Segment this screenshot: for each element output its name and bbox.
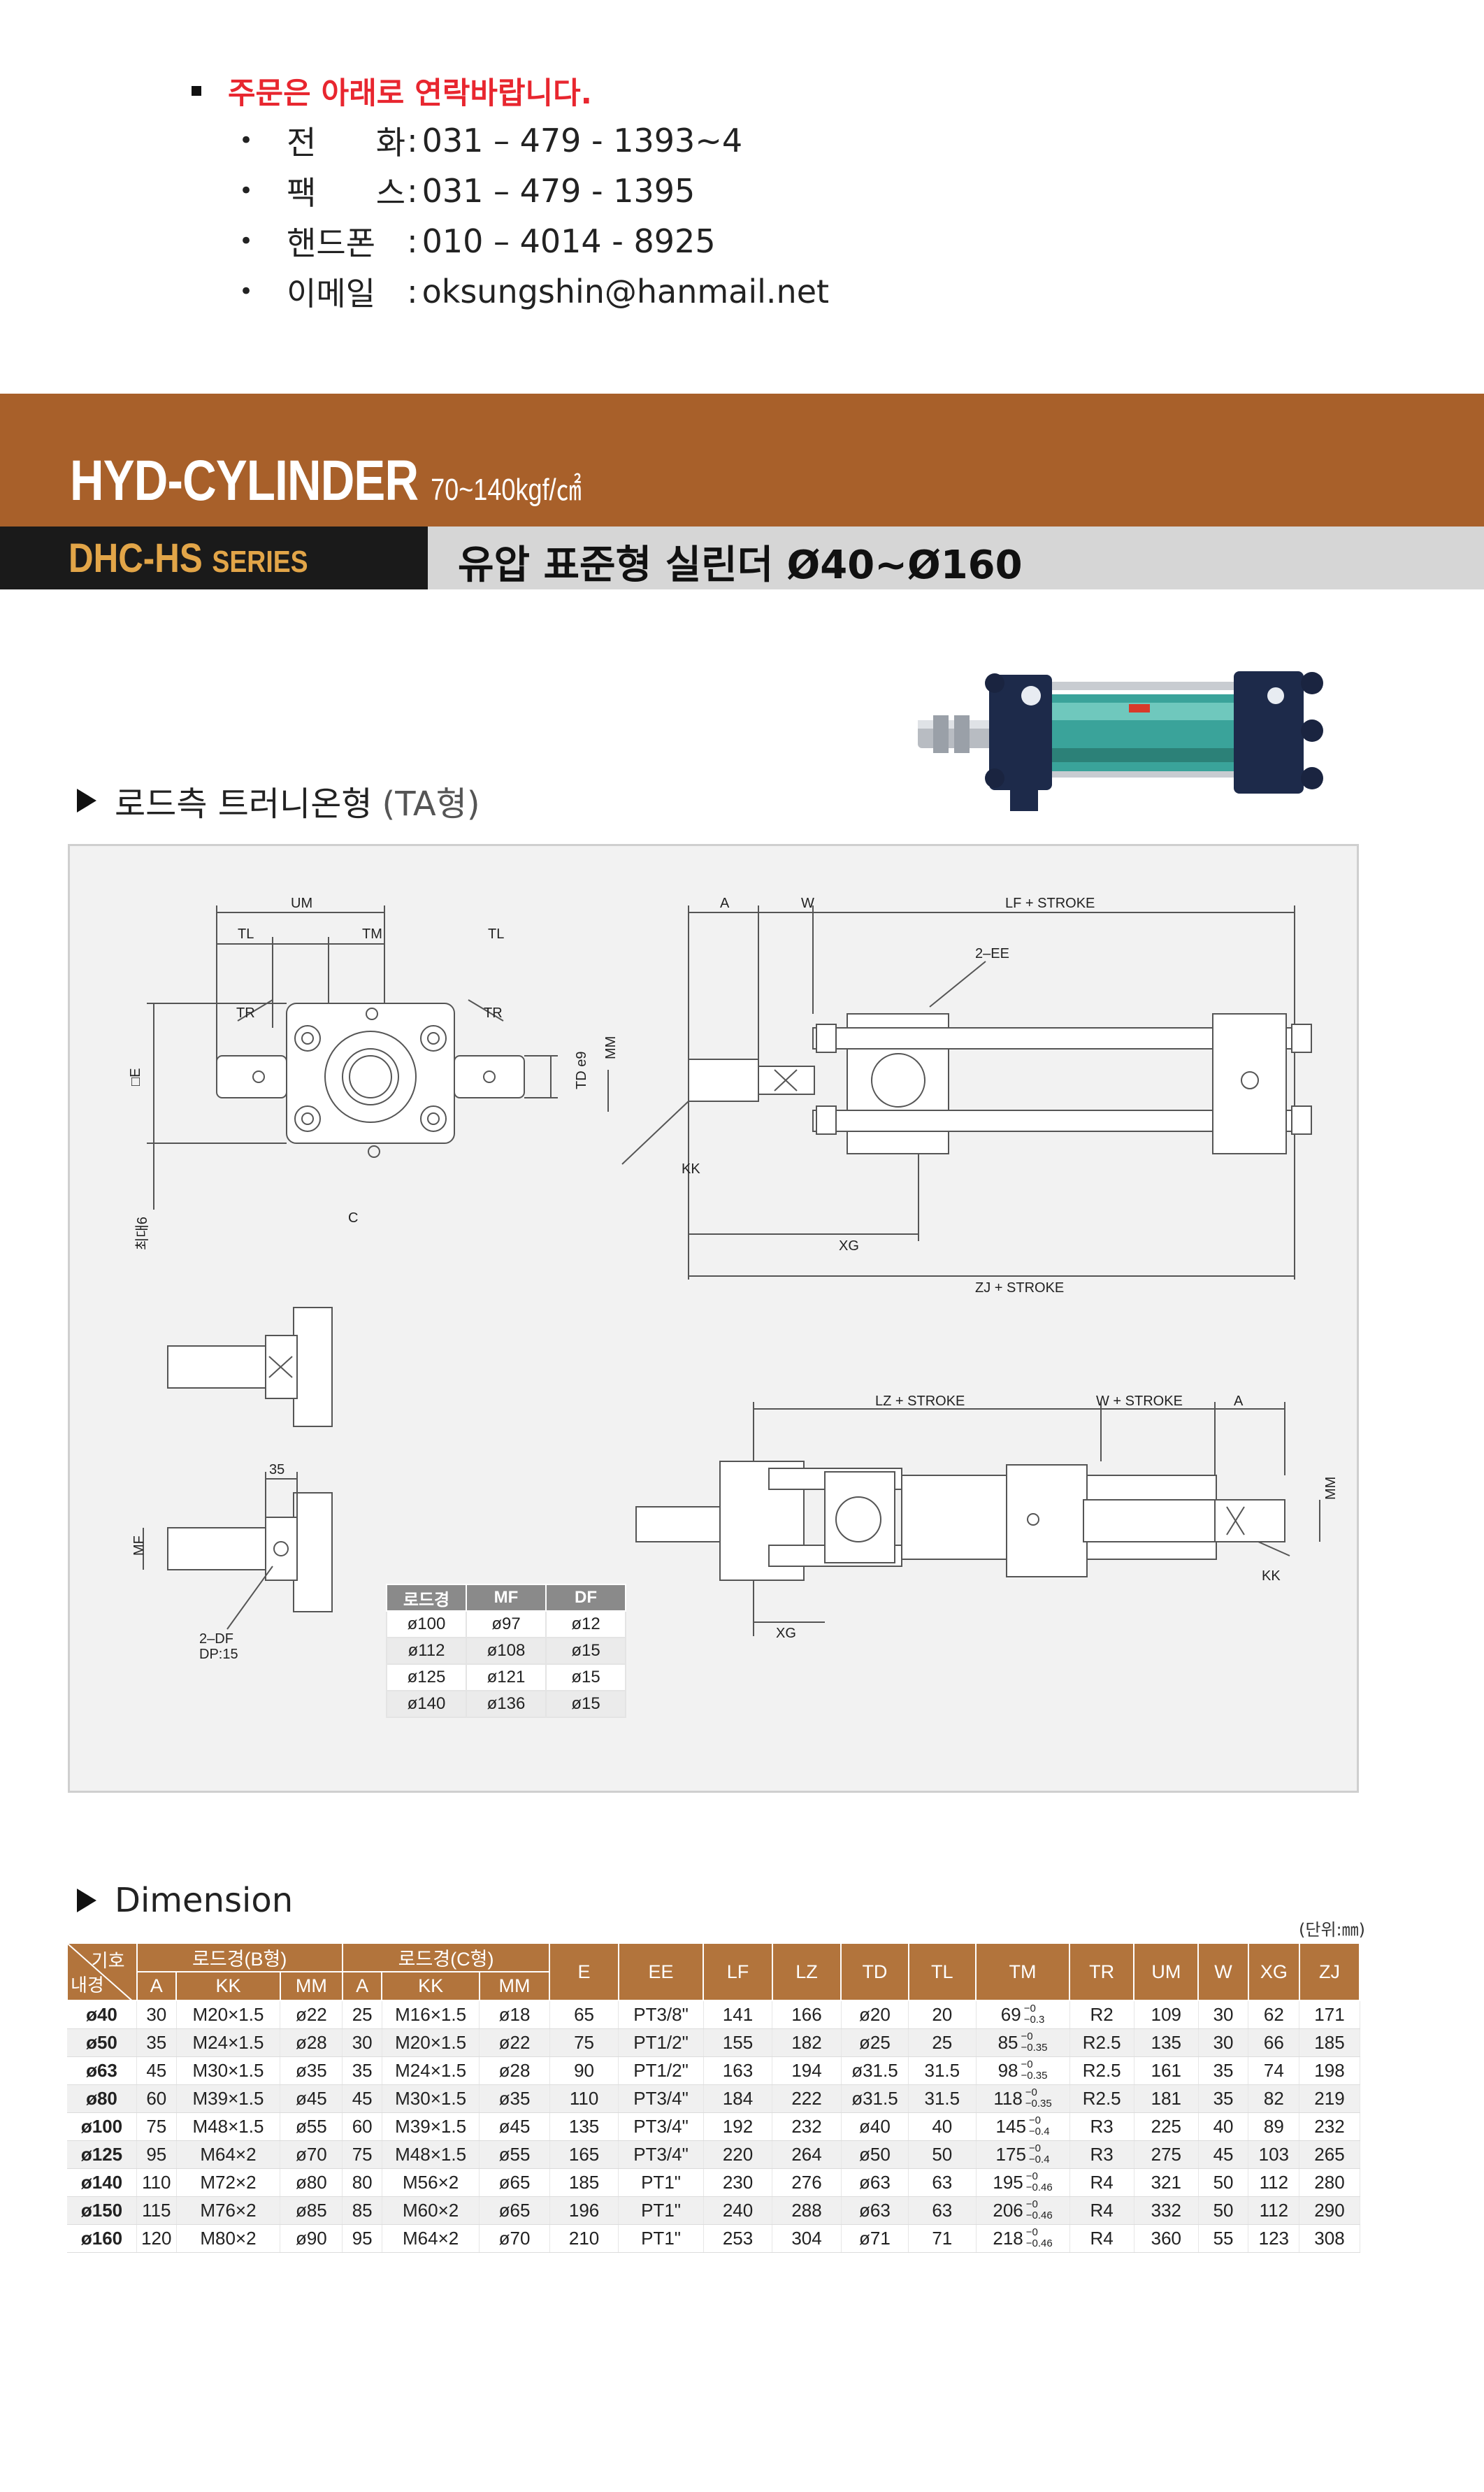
label-w: W — [801, 896, 814, 911]
label-lz-stroke: LZ + STROKE — [875, 1394, 965, 1409]
phone-value: 031 – 479 - 1393~4 — [422, 122, 743, 159]
contact-mobile: • 핸드폰 : 010 – 4014 - 8925 — [239, 222, 716, 262]
fax-value: 031 – 479 - 1395 — [422, 172, 696, 210]
product-title: HYD-CYLINDER 70~140kgf/㎠ — [70, 449, 582, 513]
label-xg-lower: XG — [776, 1626, 796, 1641]
label-35: 35 — [269, 1462, 284, 1477]
series-name: 유압 표준형 실린더 Ø40~Ø160 — [458, 543, 1023, 588]
lower-view — [635, 1402, 1320, 1636]
pressure-range: 70~140kgf/㎠ — [431, 473, 582, 507]
side-view — [607, 905, 1312, 1280]
contact-phone: • 전 화 : 031 – 479 - 1393~4 — [239, 122, 743, 162]
series-code: DHC-HS SERIES — [69, 536, 308, 581]
contact-heading: 주문은 아래로 연락바랍니다. — [189, 66, 829, 115]
label-tde9: TD e9 — [574, 1052, 589, 1089]
mobile-value: 010 – 4014 - 8925 — [422, 222, 716, 260]
label-tr-left: TR — [236, 1005, 255, 1021]
bore-cell: ø80 — [67, 2084, 138, 2113]
label-xg: XG — [839, 1238, 859, 1254]
corner-header: 기호 내경 — [66, 1942, 138, 2003]
bullet-icon: • — [239, 227, 254, 255]
contact-block: 주문은 아래로 연락바랍니다. • 전 화 : 031 – 479 - 1393… — [189, 66, 829, 317]
unit-note: (단위:㎜) — [1299, 1920, 1365, 1940]
label-mm: MM — [603, 1036, 619, 1059]
label-mf: MF — [131, 1535, 147, 1556]
label-kk: KK — [682, 1161, 700, 1177]
triangle-bullet-icon — [77, 1889, 96, 1912]
label-max6: 최대6 — [134, 1217, 150, 1250]
header-mf: MF — [466, 1584, 547, 1612]
square-bullet-icon — [192, 86, 201, 96]
email-value[interactable]: oksungshin@hanmail.net — [422, 273, 830, 310]
bore-cell: ø150 — [67, 2196, 138, 2225]
bore-cell: ø125 — [67, 2140, 138, 2169]
series-bar: DHC-HS SERIES 유압 표준형 실린더 Ø40~Ø160 — [0, 527, 1484, 589]
label-dp: DP:15 — [199, 1647, 238, 1662]
group-c-header: 로드경(C형) — [341, 1942, 551, 1972]
bullet-icon: • — [239, 177, 254, 205]
label-a: A — [720, 896, 730, 911]
bore-cell: ø140 — [67, 2168, 138, 2197]
label-tr-right: TR — [484, 1005, 503, 1021]
section-heading-dimension: Dimension — [77, 1881, 293, 1920]
contact-email: • 이메일 : oksungshin@hanmail.net — [239, 273, 830, 313]
label-tl-left: TL — [238, 926, 254, 942]
label-zj-stroke: ZJ + STROKE — [975, 1280, 1064, 1296]
label-mm-lower: MM — [1323, 1477, 1339, 1500]
label-tm: TM — [362, 926, 382, 942]
label-kk-lower: KK — [1262, 1568, 1281, 1584]
cylinder-photo — [905, 640, 1367, 823]
contact-fax: • 팩 스 : 031 – 479 - 1395 — [239, 172, 696, 212]
label-lf-stroke: LF + STROKE — [1005, 896, 1095, 911]
product-banner: HYD-CYLINDER 70~140kgf/㎠ — [0, 394, 1484, 527]
bore-cell: ø63 — [67, 2056, 138, 2085]
bullet-icon: • — [239, 278, 254, 306]
label-c: C — [348, 1210, 358, 1226]
technical-drawing: UM TL TM TL TR TR □E TD e9 최대6 C A W LF … — [68, 844, 1359, 1793]
header-rod-dia: 로드경 — [386, 1584, 467, 1612]
header-df: DF — [545, 1584, 626, 1612]
bore-cell: ø40 — [67, 2000, 138, 2029]
triangle-bullet-icon — [77, 789, 96, 812]
bore-cell: ø50 — [67, 2028, 138, 2057]
front-view — [147, 905, 558, 1210]
dimension-table: 기호 내경 로드경(B형) 로드경(C형) E EE LF LZ TD TL T… — [66, 1942, 1361, 2253]
label-df: 2–DF — [199, 1631, 233, 1647]
label-ee: 2–EE — [975, 946, 1009, 961]
label-e: □E — [128, 1068, 143, 1086]
bullet-icon: • — [239, 127, 254, 155]
bore-cell: ø160 — [67, 2224, 138, 2253]
label-w-stroke: W + STROKE — [1096, 1394, 1183, 1409]
rod-end-detail — [143, 1307, 333, 1630]
section-heading-mount: 로드측 트러니온형 (TA형) — [77, 776, 480, 825]
label-um: UM — [291, 896, 312, 911]
label-tl-right: TL — [488, 926, 504, 942]
label-a-lower: A — [1234, 1394, 1244, 1409]
bore-cell: ø100 — [67, 2112, 138, 2141]
group-b-header: 로드경(B형) — [136, 1942, 343, 1972]
